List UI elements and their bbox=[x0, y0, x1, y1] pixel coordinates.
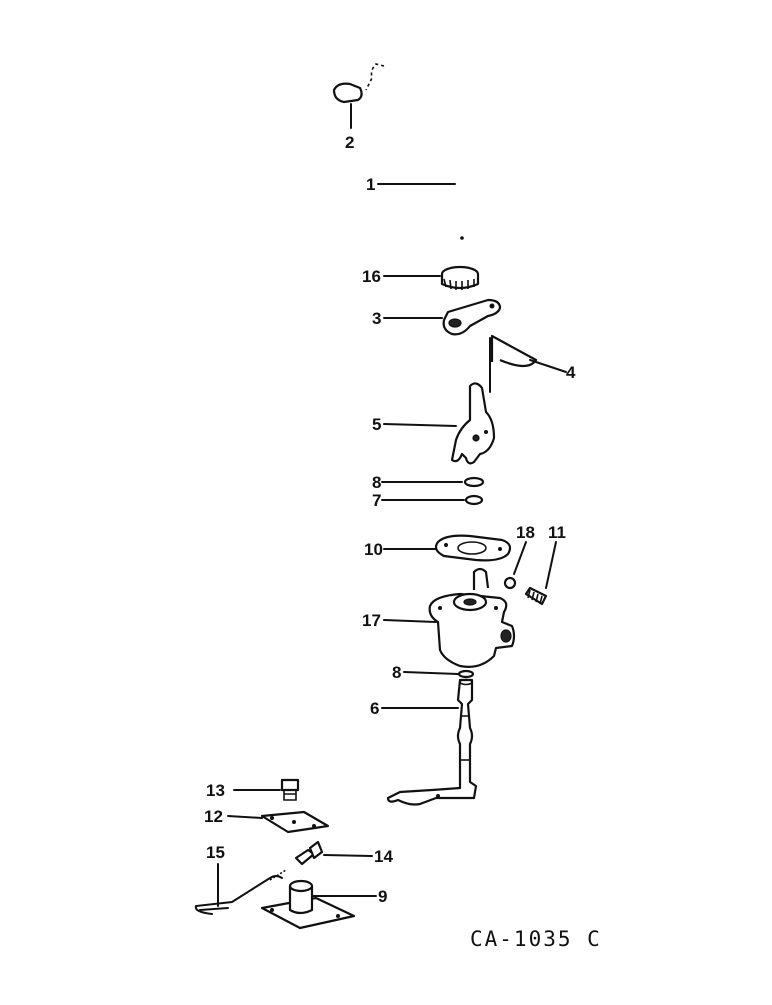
callout-6: 6 bbox=[370, 699, 379, 718]
callout-11: 11 bbox=[548, 523, 566, 542]
callout-7: 7 bbox=[372, 491, 381, 510]
callout-10: 10 bbox=[364, 540, 383, 559]
part-16-collar bbox=[440, 265, 480, 290]
callout-5: 5 bbox=[372, 415, 381, 434]
callout-1: 1 bbox=[366, 175, 375, 194]
part-2-knob bbox=[332, 82, 363, 129]
callout-13: 13 bbox=[206, 781, 225, 800]
part-10-gasket bbox=[434, 534, 512, 562]
callout-labels: 2 1 16 3 4 5 8 7 10 18 11 17 8 6 13 12 1… bbox=[204, 133, 576, 906]
part-6-shaft bbox=[386, 678, 478, 806]
callout-14: 14 bbox=[374, 847, 393, 866]
part-12-plate bbox=[260, 810, 330, 834]
part-5-fork bbox=[450, 382, 496, 465]
part-9-base bbox=[260, 879, 356, 930]
part-11-spring bbox=[524, 586, 548, 606]
leader-lines bbox=[217, 183, 567, 907]
callout-12: 12 bbox=[204, 807, 223, 826]
part-8-oring-upper bbox=[463, 476, 485, 488]
callout-9: 9 bbox=[378, 887, 387, 906]
part-17-housing bbox=[428, 567, 516, 668]
part-1-lever-rod bbox=[365, 63, 464, 250]
callout-8-upper: 8 bbox=[372, 473, 381, 492]
callout-18: 18 bbox=[516, 523, 535, 542]
callout-4: 4 bbox=[566, 363, 576, 382]
part-13-bolt bbox=[280, 778, 300, 801]
part-3-arm bbox=[442, 298, 502, 336]
callout-3: 3 bbox=[372, 309, 381, 328]
callout-15: 15 bbox=[206, 843, 225, 862]
callout-8-lower: 8 bbox=[392, 663, 401, 682]
part-14-fitting bbox=[294, 840, 324, 866]
part-7-oring bbox=[464, 494, 484, 506]
drawing-code: CA-1035 C bbox=[470, 927, 602, 951]
part-15-link-rod bbox=[194, 869, 287, 915]
callout-17: 17 bbox=[362, 611, 381, 630]
part-18-ball bbox=[503, 576, 517, 590]
callout-2: 2 bbox=[345, 133, 354, 152]
part-8-oring-lower bbox=[457, 669, 475, 679]
part-4-bracket bbox=[489, 334, 538, 393]
callout-16: 16 bbox=[362, 267, 381, 286]
